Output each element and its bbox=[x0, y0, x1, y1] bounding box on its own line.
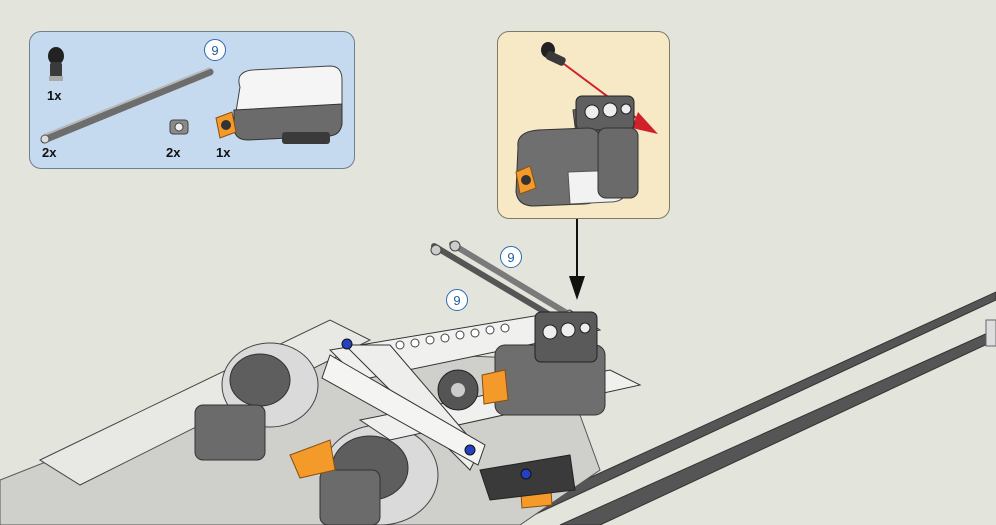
motor-left bbox=[194, 342, 319, 461]
parts-step-callout: 9 bbox=[204, 39, 226, 61]
sensor-quantity: 1x bbox=[216, 145, 231, 160]
axle-new-1 bbox=[431, 243, 558, 321]
axle-new-2 bbox=[449, 241, 568, 315]
pin-icon bbox=[541, 42, 566, 66]
grey-bush-icon bbox=[169, 119, 189, 135]
motor-right bbox=[319, 424, 439, 525]
ultrasonic-sensor-icon bbox=[215, 65, 343, 144]
parts-list-panel: 1x 2x 2x 1x 9 bbox=[29, 31, 355, 169]
sub-assembly-illustration bbox=[515, 42, 658, 207]
cable-plug bbox=[985, 319, 996, 347]
sub-assembly-panel bbox=[497, 31, 670, 219]
grey-axle-icon bbox=[40, 67, 214, 144]
sensor-sub-icon bbox=[515, 95, 639, 207]
pin-quantity: 1x bbox=[47, 88, 62, 103]
blue-pin-2 bbox=[464, 444, 476, 456]
beam-cross-wide bbox=[321, 354, 486, 466]
cable-lower bbox=[559, 331, 996, 525]
bush-quantity: 2x bbox=[166, 145, 181, 160]
orange-connector-1 bbox=[289, 439, 336, 479]
blue-pin-3 bbox=[520, 468, 532, 480]
sensor-on-model bbox=[481, 311, 606, 416]
blue-pin-1 bbox=[341, 338, 353, 350]
axle-quantity: 2x bbox=[42, 145, 57, 160]
black-pin-icon bbox=[48, 47, 64, 81]
model-step-callout-2: 9 bbox=[446, 289, 468, 311]
parts-illustrations bbox=[40, 47, 343, 144]
model-step-callout-1: 9 bbox=[500, 246, 522, 268]
